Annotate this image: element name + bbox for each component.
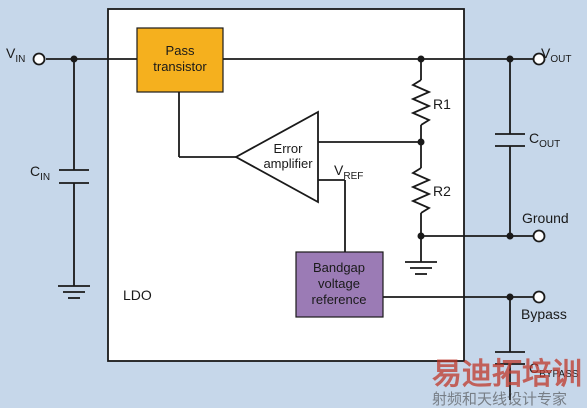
r1-resistor xyxy=(410,79,432,126)
r1-label: R1 xyxy=(433,96,451,112)
bandgap-label-2: voltage xyxy=(318,276,360,291)
ground-terminal xyxy=(532,229,546,243)
r2-ground-symbol xyxy=(405,261,437,275)
vin-label: VIN xyxy=(6,45,25,65)
bandgap-block xyxy=(295,251,384,318)
bandgap-label-1: Bandgap xyxy=(313,260,365,275)
cbypass-label: CBYPASS xyxy=(529,360,579,380)
vout-terminal xyxy=(532,52,546,66)
bypass-label: Bypass xyxy=(521,306,567,322)
r2-label: R2 xyxy=(433,183,451,199)
cin-ground-symbol xyxy=(58,285,90,299)
error-amplifier-label-1: Error xyxy=(274,141,304,156)
cin-label: CIN xyxy=(30,163,50,183)
watermark-tagline: 射频和天线设计专家 xyxy=(432,390,567,408)
r2-resistor xyxy=(410,167,432,214)
cout-label: COUT xyxy=(529,130,560,150)
vout-label: VOUT xyxy=(541,45,571,65)
watermark-brand: 易迪拓培训 xyxy=(432,357,582,392)
pass-transistor-label-2: transistor xyxy=(153,59,207,74)
error-amplifier-label-2: amplifier xyxy=(263,156,313,171)
bypass-terminal xyxy=(532,290,546,304)
pass-transistor-block xyxy=(136,27,224,93)
vin-terminal xyxy=(32,52,46,66)
error-amplifier-triangle xyxy=(234,110,319,204)
ground-label: Ground xyxy=(522,210,569,226)
pass-transistor-label-1: Pass xyxy=(166,43,195,58)
ldo-label: LDO xyxy=(123,287,152,303)
vref-label: VREF xyxy=(334,162,363,182)
bandgap-label-3: reference xyxy=(312,292,367,307)
